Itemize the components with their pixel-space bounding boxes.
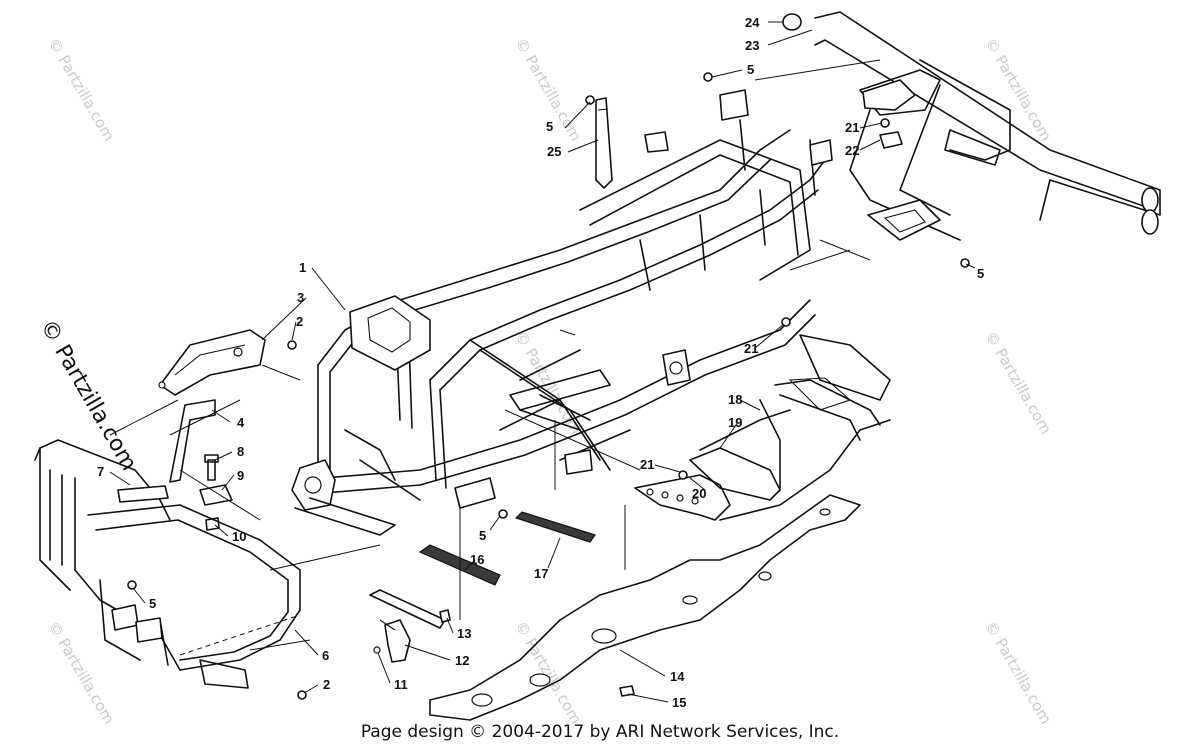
front-rack-bracket xyxy=(158,329,266,396)
callout-10: 10 xyxy=(232,529,246,544)
shim xyxy=(879,131,903,149)
watermark: © Partzilla.com xyxy=(982,328,1055,437)
callout-5: 5 xyxy=(546,119,553,134)
callout-9: 9 xyxy=(237,468,244,483)
fastener-set xyxy=(199,454,233,531)
callout-6: 6 xyxy=(322,648,329,663)
callout-20: 20 xyxy=(692,486,706,501)
callout-7: 7 xyxy=(97,464,104,479)
skid-plate xyxy=(429,494,861,721)
callout-17: 17 xyxy=(534,566,548,581)
watermark: © Partzilla.com xyxy=(45,618,118,727)
fastener xyxy=(619,685,635,697)
support-brace xyxy=(169,399,216,483)
callout-22: 22 xyxy=(845,143,859,158)
front-bumper xyxy=(34,439,301,689)
callout-25: 25 xyxy=(547,144,561,159)
callout-4: 4 xyxy=(237,415,245,430)
foam-pad xyxy=(514,511,596,543)
page-footer: Page design © 2004-2017 by ARI Network S… xyxy=(360,722,840,742)
callout-5: 5 xyxy=(149,596,156,611)
callout-5: 5 xyxy=(977,266,984,281)
callout-leaders xyxy=(109,21,976,703)
callout-16: 16 xyxy=(470,552,484,567)
watermark-group: © Partzilla.com © Partzilla.com © Partzi… xyxy=(35,35,1055,727)
callout-18: 18 xyxy=(728,392,742,407)
callout-2: 2 xyxy=(296,314,303,329)
watermark: © Partzilla.com xyxy=(982,618,1055,727)
callout-21: 21 xyxy=(845,120,859,135)
callout-24: 24 xyxy=(745,15,760,30)
strap xyxy=(595,97,613,189)
watermark: © Partzilla.com xyxy=(982,35,1055,144)
callout-5: 5 xyxy=(747,62,754,77)
callout-2: 2 xyxy=(323,677,330,692)
end-cap xyxy=(782,13,802,31)
callout-23: 23 xyxy=(745,38,759,53)
callout-21: 21 xyxy=(744,341,758,356)
callout-14: 14 xyxy=(670,669,685,684)
callout-15: 15 xyxy=(672,695,686,710)
watermark: © Partzilla.com xyxy=(512,618,585,727)
watermark: © Partzilla.com xyxy=(45,35,118,144)
callout-19: 19 xyxy=(728,415,742,430)
rear-rack xyxy=(814,11,1161,241)
skid-bracket xyxy=(369,589,451,663)
callout-1: 1 xyxy=(299,260,306,275)
rear-bracket xyxy=(634,334,891,521)
callout-8: 8 xyxy=(237,444,244,459)
main-frame xyxy=(291,89,833,536)
callout-11: 11 xyxy=(394,677,408,692)
callout-3: 3 xyxy=(297,290,304,305)
callout-12: 12 xyxy=(455,653,469,668)
callout-5: 5 xyxy=(479,528,486,543)
bolts xyxy=(127,72,970,700)
callout-21: 21 xyxy=(640,457,654,472)
callout-13: 13 xyxy=(457,626,471,641)
callout-labels: 1 3 2 4 8 9 10 7 5 6 2 11 12 13 14 15 16… xyxy=(97,15,984,710)
guide-lines xyxy=(109,59,881,656)
